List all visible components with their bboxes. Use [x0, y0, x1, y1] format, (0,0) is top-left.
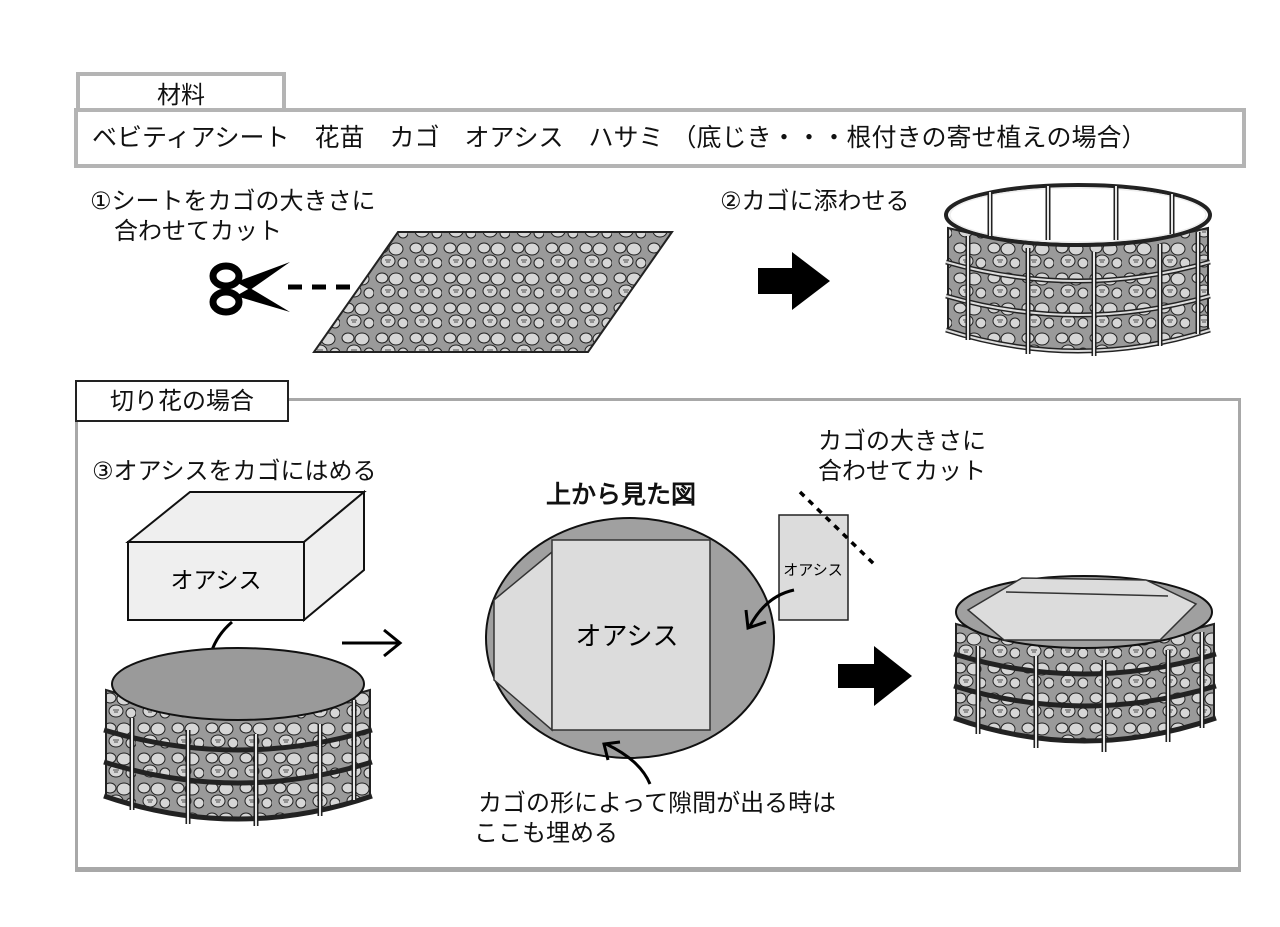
curved-arrow-icon	[744, 588, 795, 631]
cut-flowers-frame	[75, 398, 1241, 872]
top-view-diagram: オアシス	[485, 517, 775, 759]
small-oasis-piece: オアシス	[778, 514, 849, 621]
oasis-block: オアシス	[125, 489, 367, 623]
gap-note-line2: ここも埋める	[474, 819, 618, 847]
cut-note-line2: 合わせてカット	[818, 457, 986, 485]
step1-line2: 合わせてカット	[90, 217, 282, 245]
materials-list: ベビティアシート 花苗 カゴ オアシス ハサミ （底じき・・・根付きの寄せ植えの…	[74, 108, 1246, 168]
step1-line1: ①シートをカゴの大きさに	[90, 187, 376, 215]
gap-note-line1: カゴの形によって隙間が出る時は	[478, 789, 837, 817]
arrow-right-icon	[758, 252, 830, 310]
arrow-right-thin-icon	[342, 628, 403, 658]
cut-flowers-title: 切り花の場合	[75, 380, 289, 422]
curved-arrow-up-icon	[602, 740, 652, 785]
top-view-oasis-label: オアシス	[576, 622, 679, 652]
materials-title: 材料	[76, 72, 286, 109]
bebitia-sheet	[312, 231, 674, 353]
basket-with-sheet	[944, 183, 1212, 356]
basket-with-sheet-left	[103, 647, 373, 826]
arrow-right-icon-2	[838, 646, 912, 706]
small-oasis-label: オアシス	[783, 561, 842, 579]
cut-note-line1: カゴの大きさに	[818, 427, 986, 455]
step3-text: ③オアシスをカゴにはめる	[92, 457, 377, 485]
top-view-title: 上から見た図	[546, 480, 697, 509]
oasis-block-label: オアシス	[170, 568, 261, 594]
scissors-icon	[209, 262, 290, 316]
step2-line1: ②カゴに添わせる	[720, 187, 910, 215]
finished-basket	[953, 575, 1217, 752]
cut-dashed-line-diagonal	[798, 490, 878, 568]
